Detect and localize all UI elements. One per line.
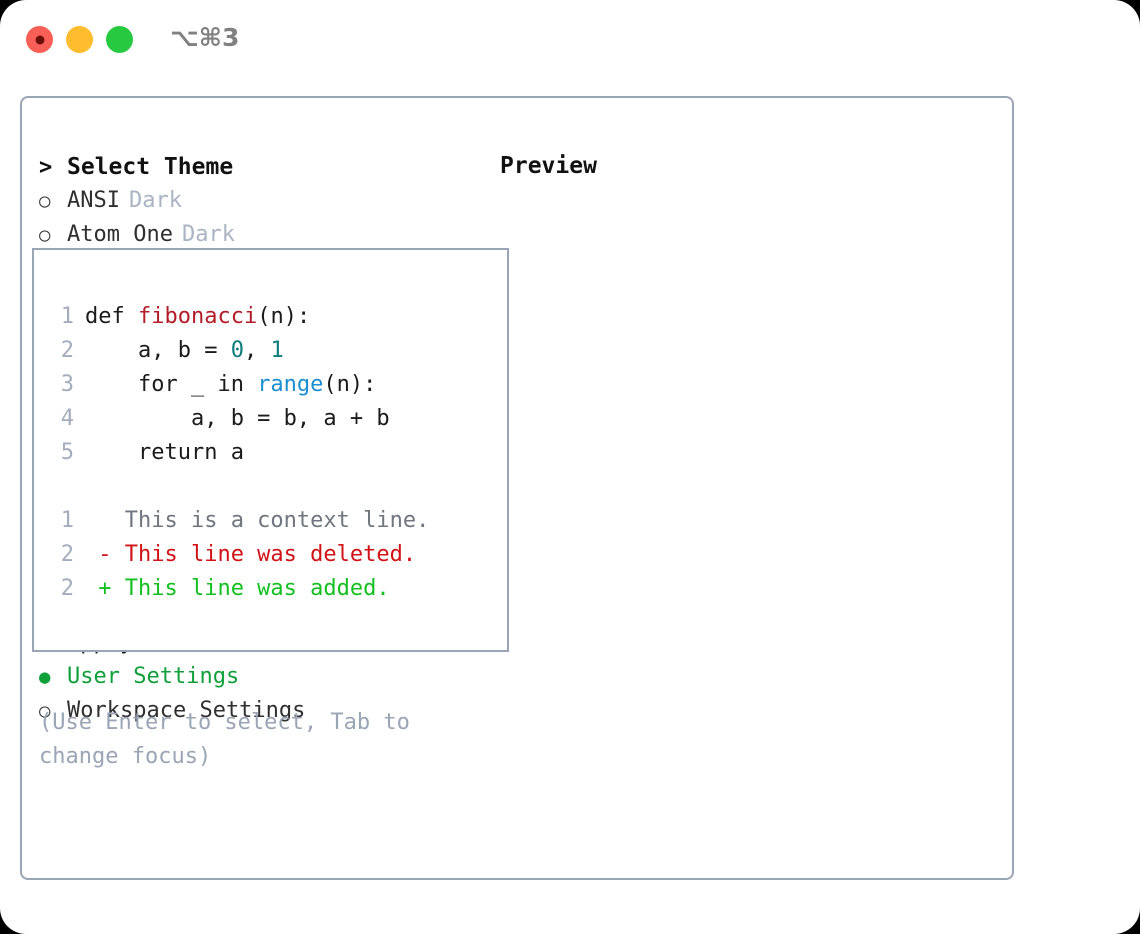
diff-line-deleted: 2 - This line was deleted. <box>44 538 501 572</box>
line-number: 2 <box>60 576 74 601</box>
theme-option-category: Dark <box>181 222 235 247</box>
code-text: a, b = 0, 1 <box>85 338 284 363</box>
code-text: return a <box>85 440 244 465</box>
code-line: 3 for _ in range(n): <box>44 368 501 402</box>
diff-text: - This line was deleted. <box>85 542 417 567</box>
diff-line-context: 1 This is a context line. <box>44 504 501 538</box>
token-builtin: range <box>257 372 324 397</box>
main-panel: > Select Theme ○ ANSI Dark ○ Atom One Da… <box>20 96 1014 880</box>
apply-to-option-workspace-settings[interactable]: ○ Workspace Settings <box>39 694 479 728</box>
minimize-button[interactable] <box>66 26 93 53</box>
theme-option-ansi-dark[interactable]: ○ ANSI Dark <box>39 184 479 218</box>
line-number: 2 <box>60 338 74 363</box>
preview-column: Preview <box>500 150 990 182</box>
theme-picker-header: > Select Theme <box>39 150 479 184</box>
theme-picker-title: Select Theme <box>67 154 234 180</box>
code-line: 5 return a <box>44 436 501 470</box>
line-number: 5 <box>60 440 74 465</box>
preview-code-box: 1 def fibonacci(n): 2 a, b = 0, 1 3 for … <box>32 248 509 652</box>
prompt-caret-icon: > <box>39 155 53 180</box>
code-line: 1 def fibonacci(n): <box>44 300 501 334</box>
diff-text: This is a context line. <box>85 508 430 533</box>
token-number: 0 <box>230 338 244 363</box>
line-number: 3 <box>60 372 74 397</box>
radio-icon[interactable]: ○ <box>39 224 51 246</box>
radio-icon[interactable]: ○ <box>39 190 51 212</box>
code-line: 4 a, b = b, a + b <box>44 402 501 436</box>
token-function: fibonacci <box>137 304 258 329</box>
diff-line-added: 2 + This line was added. <box>44 572 501 606</box>
line-number: 1 <box>60 508 74 533</box>
keyboard-shortcut-label: ⌥⌘3 <box>170 23 240 52</box>
maximize-button[interactable] <box>106 26 133 53</box>
theme-option-label: ANSI <box>67 188 120 213</box>
apply-to-option-label: User Settings <box>67 664 240 689</box>
radio-icon-selected[interactable]: ● <box>39 666 51 688</box>
code-line: 2 a, b = 0, 1 <box>44 334 501 368</box>
theme-option-label: Atom One <box>67 222 173 247</box>
close-icon <box>35 35 44 44</box>
line-number: 1 <box>60 304 74 329</box>
keyboard-hint-text: (Use Enter to select, Tab to change focu… <box>39 710 410 769</box>
preview-title: Preview <box>500 153 597 179</box>
line-number: 2 <box>60 542 74 567</box>
diff-text: + This line was added. <box>85 576 390 601</box>
code-text: def fibonacci(n): <box>85 304 311 329</box>
close-button[interactable] <box>26 26 53 53</box>
code-diff-spacer <box>44 470 501 504</box>
theme-option-category: Dark <box>128 188 182 213</box>
title-bar: ⌥⌘3 <box>0 0 1140 78</box>
code-text: for _ in range(n): <box>85 372 377 397</box>
radio-icon[interactable]: ○ <box>39 700 51 722</box>
code-text: a, b = b, a + b <box>85 406 390 431</box>
apply-to-option-user-settings[interactable]: ● User Settings <box>39 660 479 694</box>
line-number: 4 <box>60 406 74 431</box>
theme-option-atom-one-dark[interactable]: ○ Atom One Dark <box>39 218 479 252</box>
apply-to-option-label: Workspace Settings <box>67 698 306 723</box>
code-content: 1 def fibonacci(n): 2 a, b = 0, 1 3 for … <box>44 300 501 606</box>
token-number: 1 <box>270 338 284 363</box>
